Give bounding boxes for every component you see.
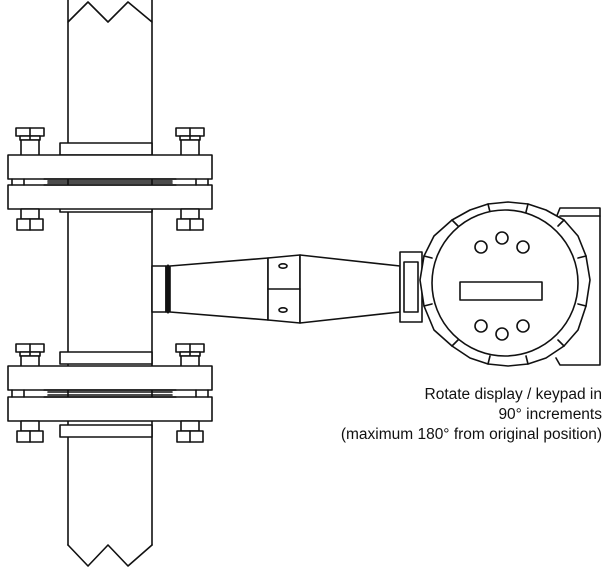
keypad-button xyxy=(495,327,509,341)
lower-flange-assembly xyxy=(7,343,213,443)
vertical-pipe xyxy=(67,0,153,567)
keypad-button xyxy=(516,240,530,254)
display-housing xyxy=(419,201,591,367)
keypad-button xyxy=(474,319,488,333)
extension-neck xyxy=(151,254,401,324)
pipe-bottom-break xyxy=(67,544,153,567)
keypad-button xyxy=(474,240,488,254)
upper-flange-assembly xyxy=(7,127,213,231)
pipe-top-break xyxy=(67,0,153,23)
lcd-window xyxy=(459,281,543,301)
keypad-button xyxy=(495,231,509,245)
rotation-note-line-1: Rotate display / keypad in xyxy=(424,386,603,403)
rotation-note-line-2: 90° increments xyxy=(498,406,602,423)
conduit-hub xyxy=(399,251,423,323)
rotation-note: Rotate display / keypad in 90° increment… xyxy=(272,385,602,445)
keypad-button xyxy=(516,319,530,333)
rotation-note-line-3: (maximum 180° from original position) xyxy=(340,426,602,443)
